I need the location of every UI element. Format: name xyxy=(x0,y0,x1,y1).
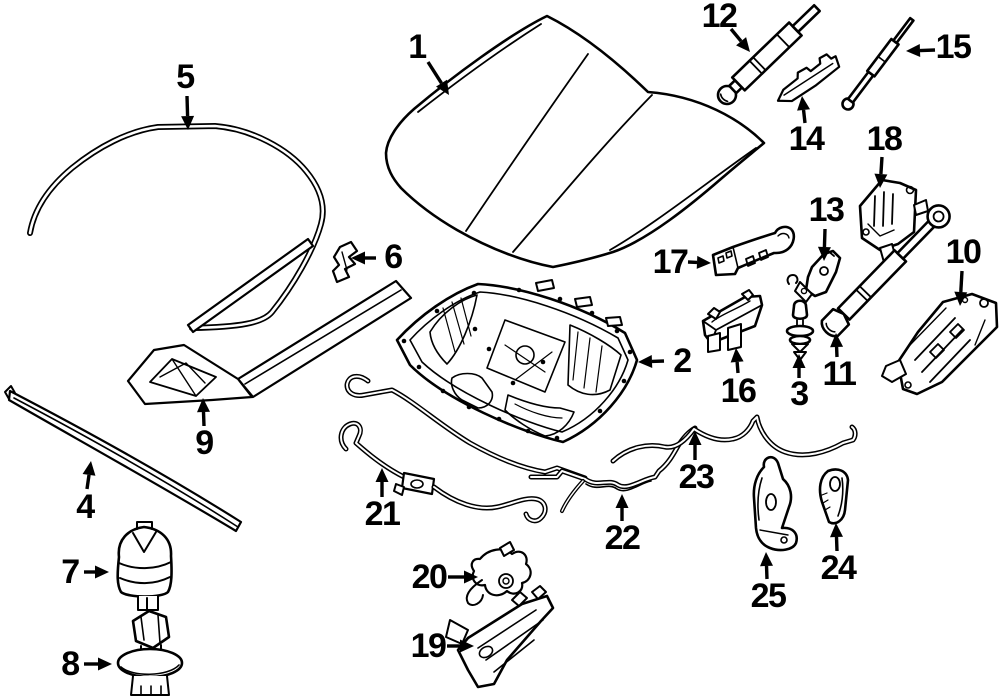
part-23-cable xyxy=(610,414,858,464)
arrowhead-icon xyxy=(760,552,774,567)
part-10-hinge-assembly xyxy=(881,292,999,396)
part-8-grommet xyxy=(116,609,184,696)
part-number-label: 24 xyxy=(821,549,857,587)
part-16-latch-carrier xyxy=(701,289,764,353)
arrowhead-icon xyxy=(830,523,843,538)
part-1-hood xyxy=(384,14,766,269)
arrowhead-icon xyxy=(351,251,365,265)
part-25-bracket xyxy=(752,455,798,552)
callout-25: 25 xyxy=(751,552,787,615)
arrowhead-icon xyxy=(906,44,921,58)
part-14-bracket xyxy=(776,53,841,103)
part-number-label: 4 xyxy=(76,488,95,526)
arrowhead-icon xyxy=(638,354,653,368)
part-20-safety-catch xyxy=(465,541,532,606)
part-number-label: 3 xyxy=(790,375,808,413)
part-5-hood-seal xyxy=(27,123,326,331)
part-number-label: 13 xyxy=(809,191,844,229)
callout-7: 7 xyxy=(61,553,109,591)
callout-1: 1 xyxy=(408,28,449,95)
arrowhead-icon xyxy=(98,657,112,671)
callout-19: 19 xyxy=(411,627,474,665)
callout-24: 24 xyxy=(821,523,858,587)
part-number-label: 8 xyxy=(61,645,79,683)
callout-6: 6 xyxy=(351,238,404,276)
arrowhead-icon xyxy=(460,639,474,653)
callout-8: 8 xyxy=(61,645,112,683)
arrowhead-icon xyxy=(82,461,96,476)
part-number-label: 1 xyxy=(408,28,426,66)
part-4-front-strip xyxy=(4,385,243,533)
callout-10: 10 xyxy=(946,233,982,306)
part-3-retainer-pin xyxy=(785,299,815,361)
part-15-support-rod xyxy=(841,16,915,111)
callout-17: 17 xyxy=(653,243,711,281)
part-21-release-cable xyxy=(338,373,588,524)
arrowhead-icon xyxy=(792,354,806,368)
part-12-gas-strut xyxy=(716,3,821,106)
callout-11: 11 xyxy=(823,333,858,393)
part-number-label: 6 xyxy=(384,238,402,276)
part-24-lever xyxy=(818,468,850,525)
part-7-bumper xyxy=(116,521,173,611)
arrowhead-icon xyxy=(830,333,844,348)
arrowhead-icon xyxy=(954,291,968,306)
callout-16: 16 xyxy=(721,348,757,410)
arrowhead-icon xyxy=(615,494,629,508)
part-number-label: 10 xyxy=(946,233,981,271)
part-number-label: 17 xyxy=(653,243,688,281)
part-number-label: 12 xyxy=(702,0,737,35)
callout-3: 3 xyxy=(790,354,810,413)
part-number-label: 20 xyxy=(412,558,447,596)
part-number-label: 5 xyxy=(176,58,194,96)
part-2-insulation-pad xyxy=(395,279,639,444)
callout-4: 4 xyxy=(76,461,97,526)
arrowhead-icon xyxy=(797,96,811,111)
callout-12: 12 xyxy=(702,0,750,52)
arrowhead-icon xyxy=(95,565,109,579)
part-number-label: 21 xyxy=(365,495,400,533)
arrowhead-icon xyxy=(181,115,195,130)
arrowhead-icon xyxy=(736,37,750,52)
part-11-gas-strut xyxy=(820,204,951,338)
callout-2: 2 xyxy=(638,342,693,380)
arrowhead-icon xyxy=(696,255,711,269)
arrowhead-icon xyxy=(464,570,478,584)
part-6-bracket xyxy=(331,240,359,284)
part-number-label: 2 xyxy=(673,342,691,380)
arrowhead-icon xyxy=(817,246,831,261)
arrowhead-icon xyxy=(874,173,888,188)
part-13-bracket xyxy=(786,249,842,303)
part-number-label: 14 xyxy=(789,120,825,158)
part-number-label: 22 xyxy=(605,519,640,557)
callout-18: 18 xyxy=(867,120,903,188)
callout-9: 9 xyxy=(195,398,215,462)
part-number-label: 15 xyxy=(936,28,971,66)
part-9-cowl-panel xyxy=(126,237,413,406)
arrowhead-icon xyxy=(688,431,702,445)
part-number-label: 19 xyxy=(411,627,446,665)
callout-21: 21 xyxy=(365,468,401,533)
callout-20: 20 xyxy=(412,558,478,596)
part-number-label: 18 xyxy=(867,120,902,158)
part-number-label: 25 xyxy=(751,577,786,615)
part-number-label: 11 xyxy=(823,355,857,393)
part-number-label: 23 xyxy=(679,458,714,496)
part-19-hood-latch xyxy=(445,585,555,689)
callout-14: 14 xyxy=(789,96,826,158)
arrowhead-icon xyxy=(375,468,389,482)
arrowhead-icon xyxy=(435,79,449,95)
callout-22: 22 xyxy=(605,494,641,557)
callout-5: 5 xyxy=(176,58,196,130)
callout-13: 13 xyxy=(809,191,845,261)
part-17-bracket-arm xyxy=(711,225,796,277)
callout-23: 23 xyxy=(679,431,715,496)
callouts-layer: 1234567891011121314151617181920212223242… xyxy=(61,0,982,683)
part-number-label: 9 xyxy=(195,424,213,462)
part-number-label: 16 xyxy=(721,372,756,410)
callout-15: 15 xyxy=(906,28,972,66)
arrowhead-icon xyxy=(197,398,210,413)
part-number-label: 7 xyxy=(61,553,79,591)
arrowhead-icon xyxy=(730,348,744,363)
